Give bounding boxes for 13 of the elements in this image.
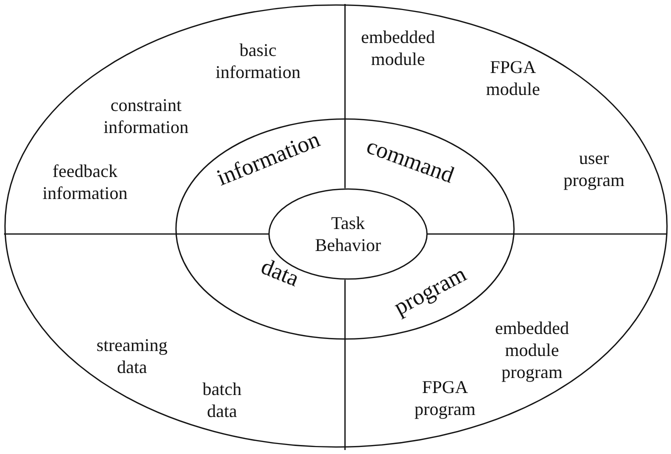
- sector-label: constraint information: [104, 94, 188, 138]
- sector-label: embedded module program: [495, 317, 569, 383]
- ring-label: data: [258, 253, 303, 291]
- sector-label: embedded module: [361, 26, 435, 70]
- sector-label: feedback information: [42, 160, 128, 204]
- sector-label: FPGA program: [414, 376, 476, 420]
- sector-label: FPGA module: [486, 56, 540, 100]
- sector-label: streaming data: [96, 334, 168, 378]
- sector-label: basic information: [216, 39, 300, 83]
- sector-label: user program: [564, 147, 624, 191]
- sector-label: batch data: [202, 378, 242, 422]
- center-label: Task Behavior: [314, 212, 382, 256]
- outer-ellipse: [4, 4, 668, 448]
